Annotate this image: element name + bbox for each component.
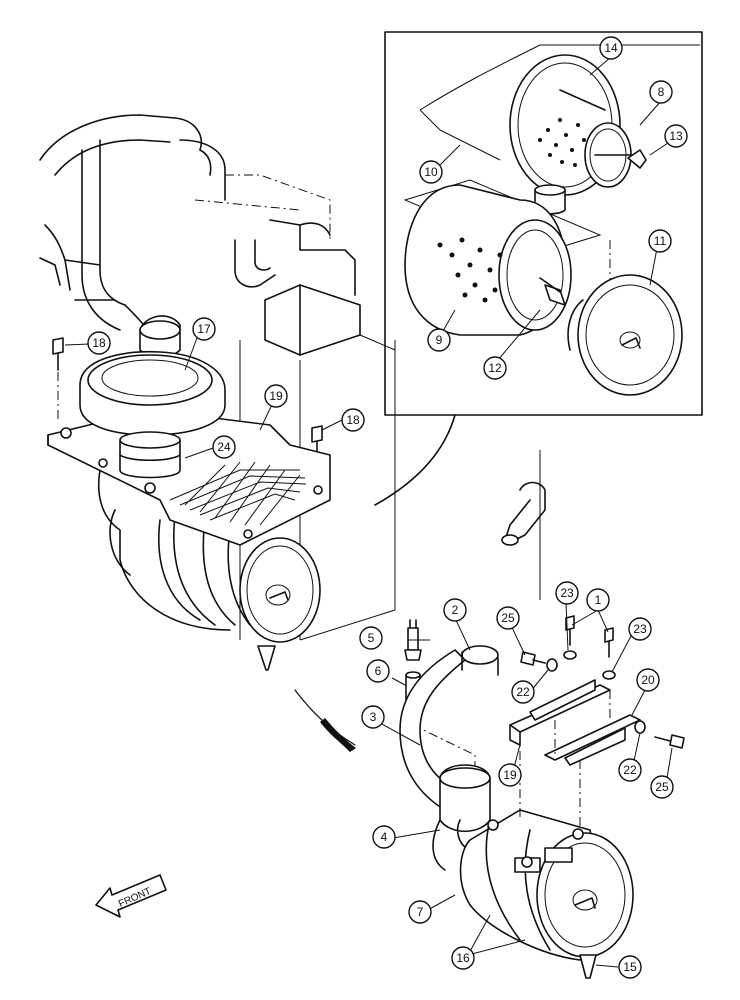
svg-text:22: 22 xyxy=(516,685,530,699)
perforations-upper xyxy=(538,118,586,167)
callout-2: 2 xyxy=(443,598,467,622)
svg-text:15: 15 xyxy=(623,960,637,974)
engine-outline xyxy=(39,114,546,641)
svg-text:10: 10 xyxy=(424,165,438,179)
callout-23-b: 23 xyxy=(628,617,652,641)
callout-8: 8 xyxy=(649,80,673,104)
upper-air-cleaner-assembly xyxy=(47,337,331,671)
svg-text:11: 11 xyxy=(654,234,667,248)
svg-text:24: 24 xyxy=(217,440,231,454)
svg-text:13: 13 xyxy=(669,129,683,143)
callout-3: 3 xyxy=(361,705,385,729)
callout-22-a: 22 xyxy=(511,680,535,704)
svg-text:6: 6 xyxy=(375,664,382,678)
callout-24: 24 xyxy=(212,435,236,459)
svg-text:9: 9 xyxy=(436,333,443,347)
svg-text:14: 14 xyxy=(604,41,618,55)
svg-text:8: 8 xyxy=(658,85,665,99)
callouts: 14 8 13 10 11 9 12 17 18 19 18 24 2 1 23… xyxy=(87,36,688,979)
callout-5: 5 xyxy=(359,626,383,650)
callout-11: 11 xyxy=(648,229,672,253)
callout-25-b: 25 xyxy=(650,775,674,799)
inset-detail-box xyxy=(374,31,703,506)
lower-air-cleaner-assembly xyxy=(294,615,685,979)
svg-text:25: 25 xyxy=(501,611,515,625)
leader-lines xyxy=(64,56,673,968)
svg-text:12: 12 xyxy=(488,361,502,375)
callout-18-right: 18 xyxy=(341,408,365,432)
callout-7: 7 xyxy=(408,900,432,924)
precleaner-cap-17 xyxy=(79,350,226,479)
callout-21: 20 xyxy=(636,668,660,692)
svg-text:17: 17 xyxy=(197,322,211,336)
svg-text:16: 16 xyxy=(456,951,470,965)
svg-text:2: 2 xyxy=(452,603,459,617)
callout-13: 13 xyxy=(664,124,688,148)
callout-20: 19 xyxy=(498,763,522,787)
svg-text:22: 22 xyxy=(623,763,637,777)
callout-6: 6 xyxy=(366,659,390,683)
bolt-18-left xyxy=(52,337,64,420)
svg-text:20: 20 xyxy=(641,673,655,687)
callout-16: 16 xyxy=(451,946,475,970)
callout-15: 15 xyxy=(618,955,642,979)
svg-text:1: 1 xyxy=(595,593,602,607)
svg-text:19: 19 xyxy=(503,768,517,782)
callout-1: 1 xyxy=(586,588,610,612)
front-arrow-icon: FRONT xyxy=(95,874,167,918)
callout-14: 14 xyxy=(599,36,623,60)
perforations-lower xyxy=(437,237,503,303)
svg-text:25: 25 xyxy=(655,780,669,794)
callout-9: 9 xyxy=(427,328,451,352)
callout-23-a: 23 xyxy=(555,581,579,605)
svg-text:18: 18 xyxy=(346,413,360,427)
callout-12: 12 xyxy=(483,356,507,380)
callout-17: 17 xyxy=(192,317,216,341)
svg-text:23: 23 xyxy=(560,586,574,600)
mesh-pattern xyxy=(169,461,307,526)
callout-18-left: 18 xyxy=(87,331,111,355)
callout-4: 4 xyxy=(372,825,396,849)
svg-text:5: 5 xyxy=(368,631,375,645)
svg-text:19: 19 xyxy=(269,389,283,403)
callout-25-a: 25 xyxy=(496,606,520,630)
svg-text:7: 7 xyxy=(417,905,424,919)
svg-text:4: 4 xyxy=(381,830,388,844)
callout-10: 10 xyxy=(419,160,443,184)
callout-22-b: 22 xyxy=(618,758,642,782)
svg-text:18: 18 xyxy=(92,336,106,350)
svg-text:3: 3 xyxy=(370,710,377,724)
svg-text:23: 23 xyxy=(633,622,647,636)
callout-19: 19 xyxy=(264,384,288,408)
